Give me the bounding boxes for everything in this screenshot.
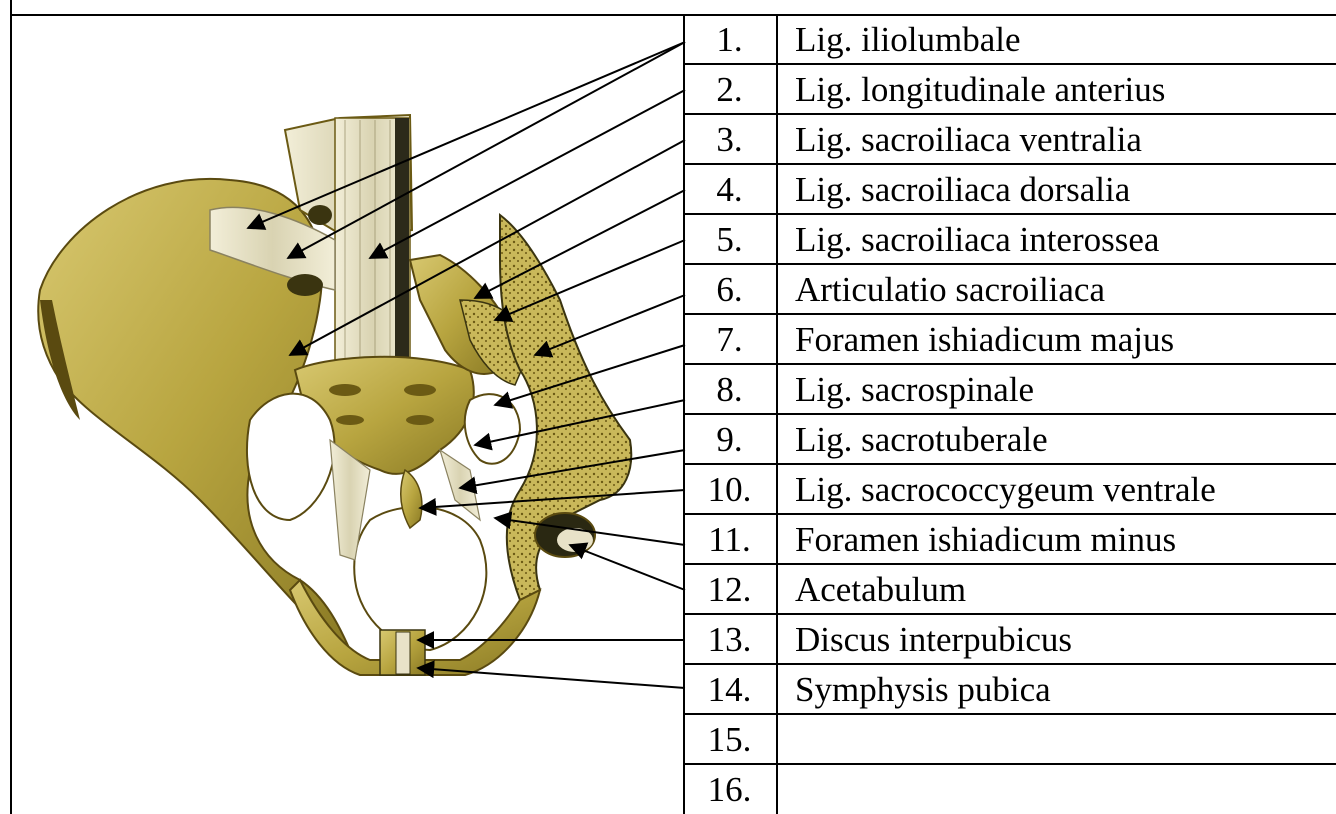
label-row-10: 10. Lig. sacrococcygeum ventrale bbox=[683, 465, 1336, 515]
sacral-foramen-middle bbox=[287, 274, 323, 296]
label-row-15: 15. bbox=[683, 715, 1336, 765]
label-text: Foramen ishiadicum majus bbox=[795, 315, 1335, 363]
label-row-8: 8. Lig. sacrospinale bbox=[683, 365, 1336, 415]
label-number: 5. bbox=[683, 215, 776, 263]
label-number: 10. bbox=[683, 465, 776, 513]
label-row-3: 3. Lig. sacroiliaca ventralia bbox=[683, 115, 1336, 165]
label-number: 6. bbox=[683, 265, 776, 313]
label-number: 1. bbox=[683, 15, 776, 63]
label-text: Acetabulum bbox=[795, 565, 1335, 613]
label-row-16: 16. bbox=[683, 765, 1336, 814]
label-text: Symphysis pubica bbox=[795, 665, 1335, 713]
label-number: 15. bbox=[683, 715, 776, 763]
leader-line-2 bbox=[370, 90, 685, 258]
label-number: 9. bbox=[683, 415, 776, 463]
label-text bbox=[795, 715, 1335, 763]
pelvic-outlet bbox=[354, 507, 486, 650]
sacral-foramen-upper bbox=[308, 205, 332, 225]
label-row-2: 2. Lig. longitudinale anterius bbox=[683, 65, 1336, 115]
label-number: 8. bbox=[683, 365, 776, 413]
label-number: 12. bbox=[683, 565, 776, 613]
label-number: 7. bbox=[683, 315, 776, 363]
label-text: Lig. sacrotuberale bbox=[795, 415, 1335, 463]
label-text: Foramen ishiadicum minus bbox=[795, 515, 1335, 563]
leader-line-14 bbox=[418, 668, 685, 688]
label-text: Articulatio sacroiliaca bbox=[795, 265, 1335, 313]
label-number: 14. bbox=[683, 665, 776, 713]
label-text: Lig. sacroiliaca interossea bbox=[795, 215, 1335, 263]
label-row-9: 9. Lig. sacrotuberale bbox=[683, 415, 1336, 465]
label-row-5: 5. Lig. sacroiliaca interossea bbox=[683, 215, 1336, 265]
label-text: Lig. sacrospinale bbox=[795, 365, 1335, 413]
leader-line-12 bbox=[570, 545, 685, 590]
label-number: 16. bbox=[683, 765, 776, 813]
label-row-4: 4. Lig. sacroiliaca dorsalia bbox=[683, 165, 1336, 215]
label-text: Lig. longitudinale anterius bbox=[795, 65, 1335, 113]
label-text: Discus interpubicus bbox=[795, 615, 1335, 663]
label-number: 13. bbox=[683, 615, 776, 663]
label-text: Lig. sacroiliaca dorsalia bbox=[795, 165, 1335, 213]
label-number: 4. bbox=[683, 165, 776, 213]
label-number: 11. bbox=[683, 515, 776, 563]
label-row-11: 11. Foramen ishiadicum minus bbox=[683, 515, 1336, 565]
label-text bbox=[795, 765, 1335, 813]
label-text: Lig. sacroiliaca ventralia bbox=[795, 115, 1335, 163]
label-row-14: 14. Symphysis pubica bbox=[683, 665, 1336, 715]
right-sciatic-foramen bbox=[465, 394, 520, 464]
label-row-6: 6. Articulatio sacroiliaca bbox=[683, 265, 1336, 315]
label-number: 3. bbox=[683, 115, 776, 163]
label-row-1: 1. Lig. iliolumbale bbox=[683, 15, 1336, 65]
label-text: Lig. sacrococcygeum ventrale bbox=[795, 465, 1335, 513]
label-row-7: 7. Foramen ishiadicum majus bbox=[683, 315, 1336, 365]
interpubic-disc bbox=[396, 632, 410, 674]
label-row-13: 13. Discus interpubicus bbox=[683, 615, 1336, 665]
label-number: 2. bbox=[683, 65, 776, 113]
label-text: Lig. iliolumbale bbox=[795, 15, 1335, 63]
label-row-12: 12. Acetabulum bbox=[683, 565, 1336, 615]
greater-sciatic-foramen bbox=[247, 394, 335, 520]
